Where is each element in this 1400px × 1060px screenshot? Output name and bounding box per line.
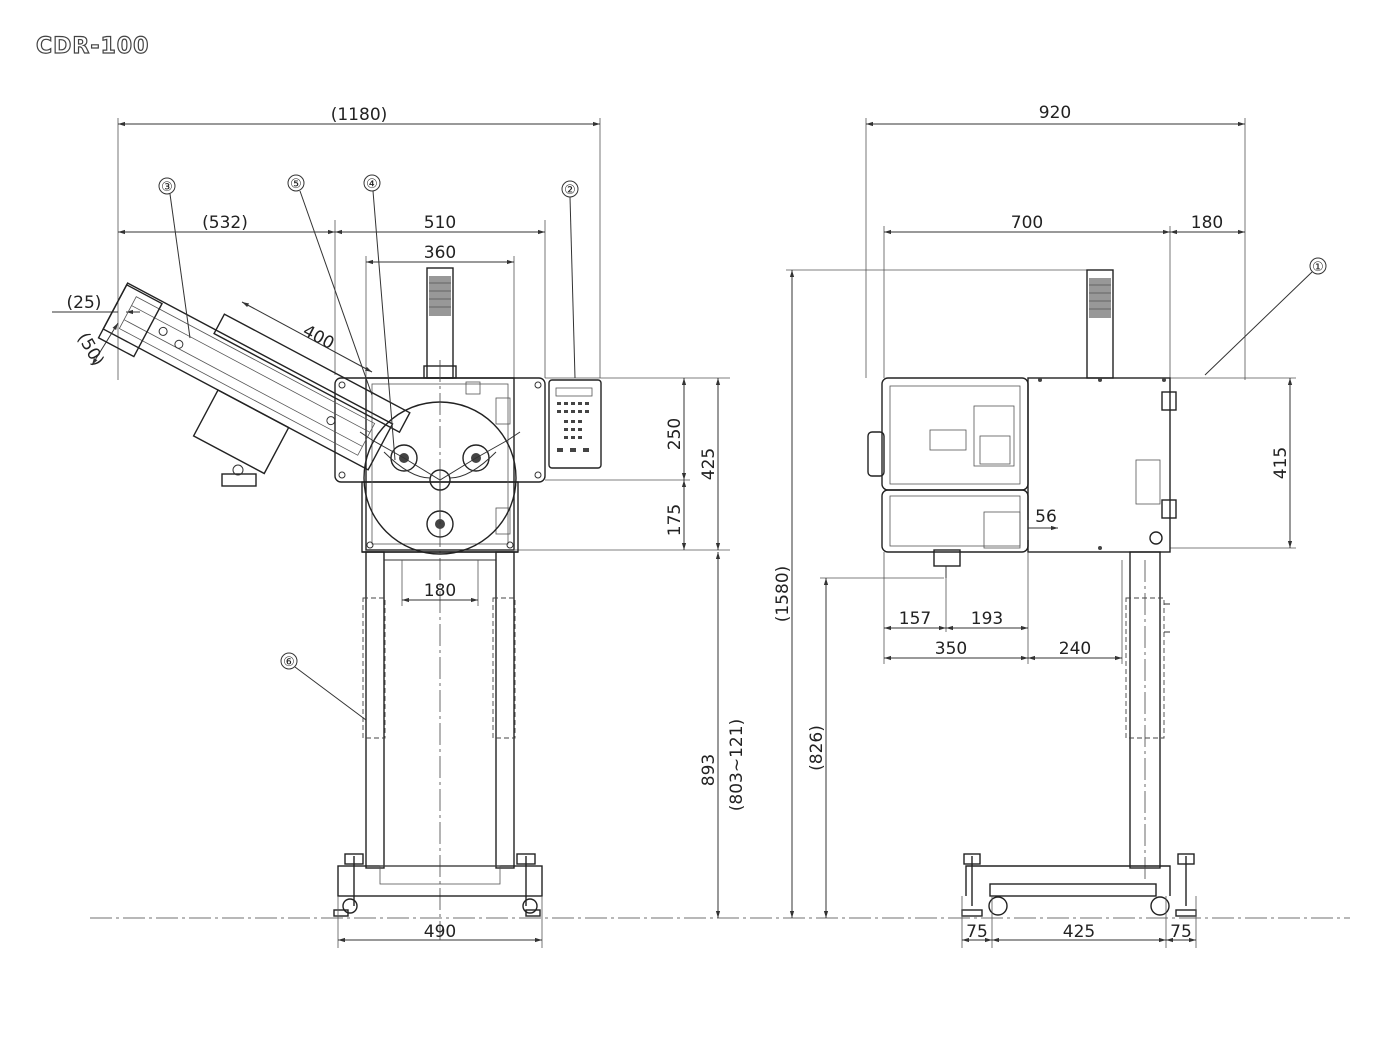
callout-4: ④ — [366, 177, 378, 192]
dim-350: 350 — [935, 639, 967, 659]
dim-510: 510 — [424, 213, 456, 233]
callout-2: ② — [564, 183, 576, 198]
drawing-title: CDR-100 — [35, 33, 150, 59]
dim-1180: (1180) — [331, 105, 388, 125]
dim-180-front: 180 — [424, 581, 456, 601]
dim-240: 240 — [1059, 639, 1091, 659]
dim-193: 193 — [971, 609, 1003, 629]
side-view: 920 700 180 415 (1580) (826) — [773, 103, 1327, 948]
dim-50: (50) — [73, 329, 108, 369]
callout-6: ⑥ — [283, 655, 295, 670]
front-view: (1180) (532) 510 360 (25) (50) 400 250 1… — [52, 105, 747, 948]
dim-1580: (1580) — [773, 566, 793, 623]
dim-25: (25) — [67, 293, 102, 313]
dim-425: 425 — [699, 448, 719, 480]
dim-75-right: 75 — [1170, 922, 1192, 942]
dim-157: 157 — [899, 609, 931, 629]
dim-400: 400 — [299, 321, 337, 354]
dim-180-side: 180 — [1191, 213, 1223, 233]
dim-893: 893 — [699, 754, 719, 786]
callout-5: ⑤ — [290, 177, 302, 192]
dim-826: (826) — [807, 725, 827, 771]
dim-920: 920 — [1039, 103, 1071, 123]
dim-700: 700 — [1011, 213, 1043, 233]
dim-75-left: 75 — [966, 922, 988, 942]
callout-3: ③ — [161, 180, 173, 195]
dim-175: 175 — [665, 504, 685, 536]
dim-360: 360 — [424, 243, 456, 263]
dim-425-base: 425 — [1063, 922, 1095, 942]
dim-250: 250 — [665, 418, 685, 450]
dim-532: (532) — [202, 213, 248, 233]
dim-490: 490 — [424, 922, 456, 942]
dim-56: 56 — [1035, 507, 1057, 527]
callout-1: ① — [1312, 260, 1324, 275]
dim-415: 415 — [1271, 447, 1291, 479]
dim-803-121: (803~121) — [727, 719, 747, 811]
